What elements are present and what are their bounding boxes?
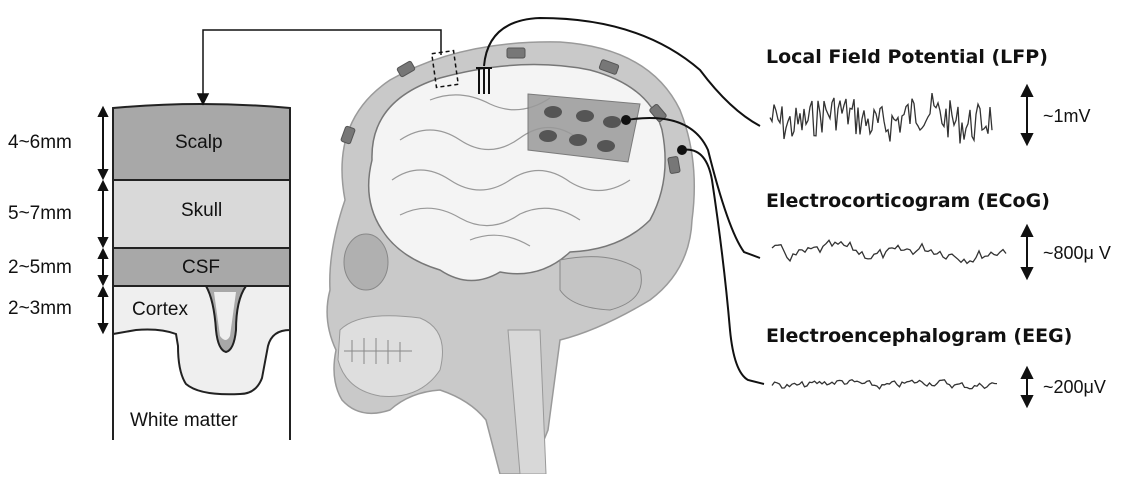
eye-socket [344, 234, 388, 290]
csf-thickness: 2~5mm [8, 257, 72, 279]
head-illustration [327, 42, 694, 474]
scalp-label: Scalp [175, 132, 223, 154]
csf-label: CSF [182, 257, 220, 279]
cortex-label: Cortex [132, 299, 188, 321]
skull-thickness: 5~7mm [8, 203, 72, 225]
eeg-trace [772, 380, 997, 389]
ecog-amplitude: ~800μ V [1043, 243, 1111, 264]
cortex-thickness: 2~3mm [8, 298, 72, 320]
white-matter-label: White matter [130, 410, 238, 432]
skull-label: Skull [181, 200, 222, 222]
ecog-grid [528, 94, 640, 162]
lfp-microelectrode [476, 68, 492, 94]
amplitude-arrows [1022, 86, 1032, 406]
ecog-title: Electrocorticogram (ECoG) [766, 190, 1050, 212]
lfp-amplitude: ~1mV [1043, 106, 1091, 127]
depth-brackets [99, 108, 107, 332]
eeg-title: Electroencephalogram (EEG) [766, 325, 1072, 347]
lfp-title: Local Field Potential (LFP) [766, 46, 1048, 68]
eeg-amplitude: ~200μV [1043, 377, 1106, 398]
jaw [338, 316, 443, 397]
ecog-trace [772, 240, 1006, 263]
scalp-thickness: 4~6mm [8, 132, 72, 154]
lfp-trace [770, 93, 992, 143]
